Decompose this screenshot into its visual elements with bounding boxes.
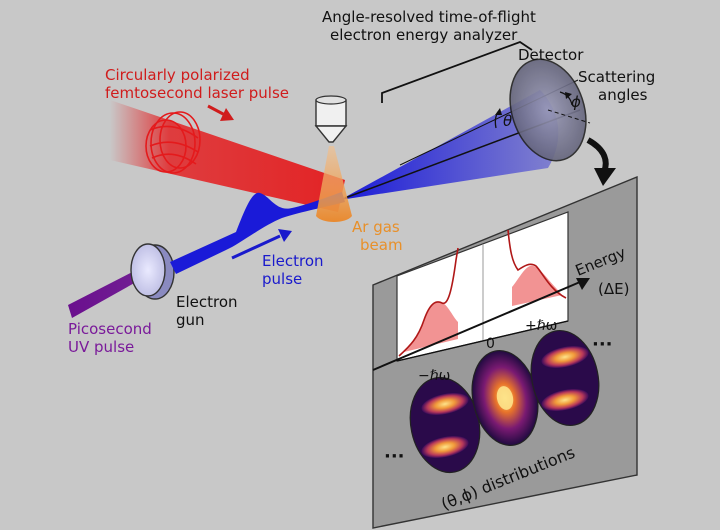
detector-label: Detector	[518, 46, 584, 64]
zero-label: 0	[486, 336, 495, 352]
distribution-plus	[530, 329, 600, 427]
analyzer-label-line1: Angle-resolved time-of-flight	[322, 8, 536, 26]
analyzer-bracket	[381, 40, 533, 103]
minus-hw-label: −ℏω	[418, 368, 450, 384]
analyzer-label-line2: electron energy analyzer	[330, 26, 518, 44]
spectrum-line-right	[507, 229, 567, 299]
ar-label-line2: beam	[360, 236, 403, 254]
ar-label-line1: Ar gas	[352, 218, 400, 236]
laser-direction-arrow	[207, 104, 234, 121]
theta-arc	[494, 108, 502, 129]
ar-gas-beam	[316, 146, 352, 222]
spectrum-bottom-axis	[396, 320, 569, 362]
laser-label-line2: femtosecond laser pulse	[105, 84, 289, 102]
distribution-minus	[409, 376, 481, 474]
electron-direction-arrow	[231, 229, 292, 260]
dots-right: ···	[592, 334, 613, 355]
polarization-helix	[145, 111, 201, 174]
electron-pulse-label-line2: pulse	[262, 270, 302, 288]
electron-pulse-label-line1: Electron	[262, 252, 324, 270]
scattering-label-line2: angles	[598, 86, 648, 104]
scattering-label-line1: Scattering	[578, 68, 655, 86]
electron-pulse	[170, 192, 345, 274]
uv-label-line2: UV pulse	[68, 338, 134, 356]
laser-label-line1: Circularly polarized	[105, 66, 250, 84]
dots-left: ···	[384, 446, 405, 467]
curved-arrow-icon	[586, 137, 616, 186]
energy-label-line2: (ΔE)	[598, 280, 629, 298]
theta-label: θ	[503, 112, 512, 130]
electron-gun-icon	[130, 243, 175, 300]
energy-axis-arrow	[372, 278, 590, 371]
scattered-electron-cone	[340, 90, 559, 200]
plus-hw-label: +ℏω	[525, 318, 557, 334]
gun-label-line2: gun	[176, 311, 205, 329]
detector-disc-icon	[509, 58, 591, 162]
spectrum-line-left	[398, 247, 459, 357]
uv-label-line1: Picosecond	[68, 320, 152, 338]
phi-label: ϕ	[571, 93, 581, 111]
nozzle-icon	[314, 95, 348, 143]
gun-label-line1: Electron	[176, 293, 238, 311]
laser-beam	[110, 100, 345, 212]
